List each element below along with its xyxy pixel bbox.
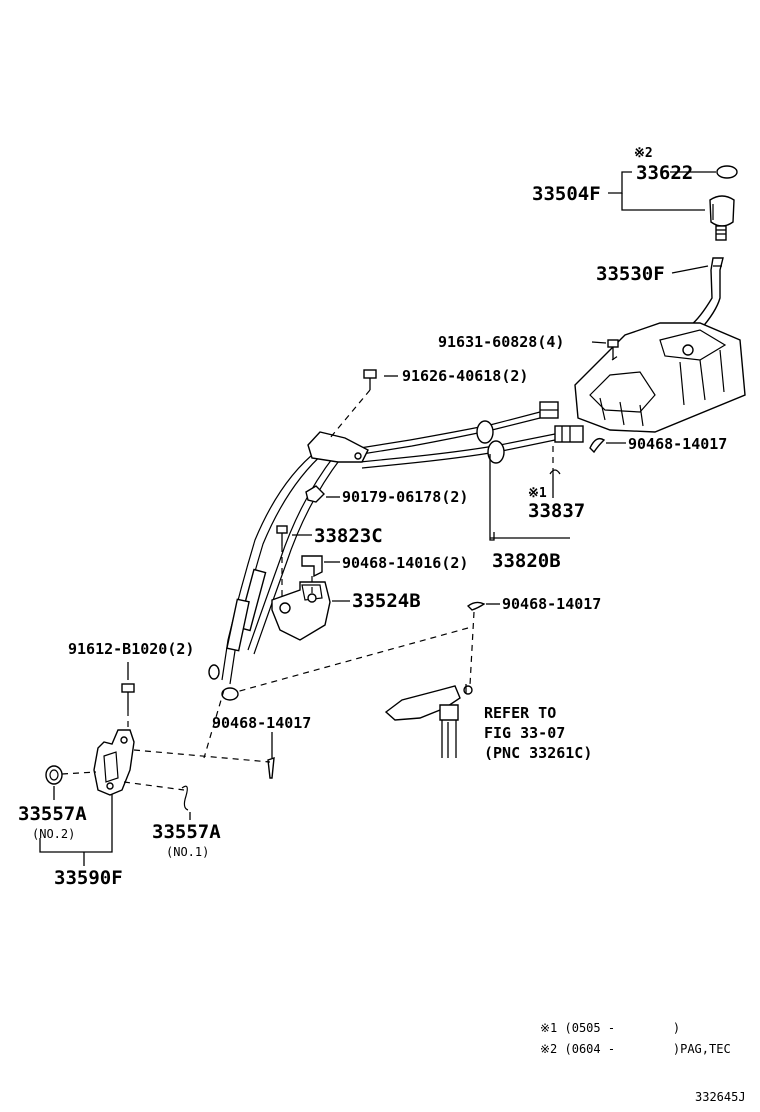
label-91631-60828: 91631-60828(4) xyxy=(438,333,564,351)
cable-connector-upper xyxy=(539,401,559,419)
bolt-91631 xyxy=(607,339,619,360)
select-lever-bracket-33590f xyxy=(93,729,135,796)
bolt-33823c xyxy=(276,525,288,546)
label-33504f: 33504F xyxy=(532,183,601,205)
cable-bracket-upper xyxy=(307,431,369,463)
diagram-id: 332645J xyxy=(695,1090,746,1104)
label-mark2-top: ※2 xyxy=(634,146,653,161)
label-33590f: 33590F xyxy=(54,867,123,889)
footnote-2: ※2 (0604 - )PAG,TEC xyxy=(540,1042,731,1056)
cable-bracket-33524b xyxy=(271,581,331,641)
label-33622: 33622 xyxy=(636,162,693,184)
label-33837: 33837 xyxy=(528,500,585,522)
label-33820b: 33820B xyxy=(492,550,561,572)
shift-cables-33820b xyxy=(208,411,556,701)
shift-lever-housing xyxy=(574,322,746,433)
label-33823c: 33823C xyxy=(314,525,383,547)
assembly-dashed-lines xyxy=(61,355,619,791)
label-91626-40618: 91626-40618(2) xyxy=(402,367,528,385)
cable-connector-lower xyxy=(554,425,584,443)
clip-90468-14017-middle xyxy=(466,601,486,611)
bushing-33557a-no2 xyxy=(45,765,63,785)
transmission-linkage-ref xyxy=(384,684,473,758)
label-no1: (NO.1) xyxy=(166,845,209,859)
label-91612-b1020: 91612-B1020(2) xyxy=(68,640,194,658)
label-no2: (NO.2) xyxy=(32,827,75,841)
leader-lines xyxy=(39,171,716,866)
label-fig-33-07: FIG 33-07 xyxy=(484,724,565,742)
nut-90179 xyxy=(305,485,325,503)
label-33557a-no2: 33557A xyxy=(18,803,87,825)
clip-90468-14017-upper xyxy=(589,437,606,454)
bolt-91626 xyxy=(363,369,377,390)
label-refer-to: REFER TO xyxy=(484,704,556,722)
clip-33837 xyxy=(549,469,561,475)
shift-knob-33504f xyxy=(709,195,735,241)
bolt-91612 xyxy=(121,683,135,710)
label-33530f: 33530F xyxy=(596,263,665,285)
label-90468-14017-lower: 90468-14017 xyxy=(212,714,311,732)
label-90468-14017-middle: 90468-14017 xyxy=(502,595,601,613)
label-33524b: 33524B xyxy=(352,590,421,612)
clip-90468-14017-lower xyxy=(267,756,275,779)
label-90468-14017-upper: 90468-14017 xyxy=(628,435,727,453)
shift-knob-cap-33622 xyxy=(716,165,738,179)
footnote-1: ※1 (0505 - ) xyxy=(540,1021,680,1035)
label-90468-14016: 90468-14016(2) xyxy=(342,554,468,572)
clip-90468-14016 xyxy=(301,555,323,578)
label-90179-06178: 90179-06178(2) xyxy=(342,488,468,506)
bushing-33557a-no1 xyxy=(181,785,189,811)
label-33557a-no1: 33557A xyxy=(152,821,221,843)
label-mark1-mid: ※1 xyxy=(528,486,547,501)
label-pnc-33261c: (PNC 33261C) xyxy=(484,744,592,762)
